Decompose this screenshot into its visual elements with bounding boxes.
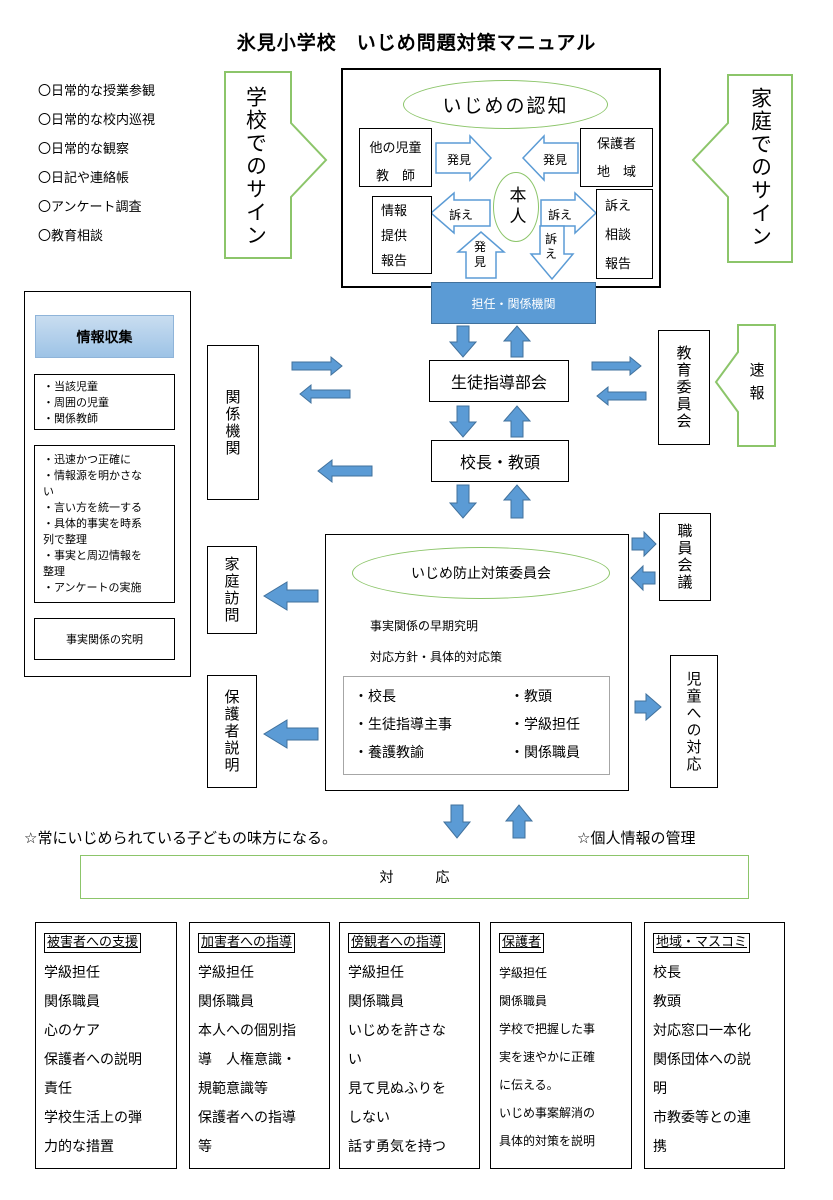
list-item: 〇日常的な観察 [38, 142, 130, 157]
column-hogosha: 保護者 学級担任 関係職員 学校で把握した事 実を速やかに正確 に伝える。 いじ… [490, 922, 632, 1169]
page-title: 氷見小学校 いじめ問題対策マニュアル [236, 32, 597, 54]
uttae-box: 訴え 相談 報告 [596, 189, 653, 279]
hakken-left-arrow [435, 134, 493, 182]
column-header: 傍観者への指導 [348, 933, 446, 953]
list-item: 〇アンケート調査 [38, 200, 142, 215]
recognition-oval: いじめの認知 [403, 80, 608, 129]
kankei-kikan-box: 関係機関 [207, 345, 259, 500]
kyoiku-iinkai-box: 教育委員会 [658, 330, 710, 445]
list-item: 〇日記や連絡帳 [38, 171, 130, 186]
other-children-box: 他の児童 教 師 [359, 128, 432, 187]
honnin-oval: 本人 [493, 172, 539, 242]
column-higaisha: 被害者への支援 学級担任 関係職員 心のケア 保護者への説明 責任 学校生活上の… [35, 922, 177, 1169]
observation-list: 〇日常的な授業参観 〇日常的な校内巡視 〇日常的な観察 〇日記や連絡帳 〇アンケ… [38, 77, 155, 251]
school-sign-arrow [224, 71, 328, 259]
column-header: 地域・マスコミ [653, 933, 751, 953]
info-collect-header: 情報収集 [35, 315, 174, 358]
uttae-left-arrow [429, 191, 491, 235]
committee-members-left: ・校長 ・生徒指導主事 ・養護教諭 [354, 689, 452, 761]
list-item: 〇教育相談 [38, 229, 104, 244]
sokuho-arrow [714, 324, 776, 447]
kocho-box: 校長・教頭 [431, 440, 569, 482]
hogosha-setsumei-box: 保護者説明 [207, 675, 257, 788]
home-sign-label: 家庭でのサイン [748, 87, 773, 248]
sokuho-label: 速報 [747, 362, 766, 408]
hakken-right-arrow [521, 134, 579, 182]
uttae-down-label: 訴え [545, 232, 558, 261]
list-item: 〇日常的な校内巡視 [38, 113, 156, 128]
taio-bar: 対 応 [80, 855, 749, 899]
tannin-box: 担任・関係機関 [431, 282, 596, 324]
shokuin-kaigi-box: 職員会議 [659, 513, 711, 601]
info-collect-box3: 事実関係の究明 [34, 618, 175, 660]
uttae-left-label: 訴え [449, 208, 474, 222]
info-provide-box: 情報 提供 報告 [372, 196, 432, 274]
uttae-down-arrow [529, 225, 575, 281]
guardians-box: 保護者 地 域 [580, 128, 653, 187]
committee-members-box [343, 676, 610, 775]
list-item: 〇日常的な授業参観 [38, 84, 156, 99]
column-header: 保護者 [499, 933, 545, 953]
motto-left: ☆常にいじめられている子どもの味方になる。 [24, 829, 337, 847]
hakken-right-label: 発見 [543, 153, 568, 167]
hakken-up-arrow [455, 231, 507, 279]
column-header: 加害者への指導 [198, 933, 296, 953]
hakken-up-label: 発見 [474, 240, 487, 269]
motto-right: ☆個人情報の管理 [577, 829, 696, 847]
info-collect-box2: ・迅速かつ正確に ・情報源を明かさな い ・言い方を統一する ・具体的事実を時系… [34, 445, 175, 603]
school-sign-label: 学校でのサイン [243, 85, 268, 247]
jido-taio-box: 児童への対応 [670, 655, 718, 788]
info-collect-box1: ・当該児童 ・周囲の児童 ・関係教師 [34, 374, 175, 430]
committee-line2: 対応方針・具体的対応策 [370, 650, 503, 664]
column-chiiki: 地域・マスコミ 校長 教頭 対応窓口一本化 関係団体への説 明 市教委等との連 … [644, 922, 785, 1169]
seito-box: 生徒指導部会 [429, 360, 569, 402]
column-bokansha: 傍観者への指導 学級担任 関係職員 いじめを許さな い 見て見ぬふりを しない … [339, 922, 480, 1169]
committee-members-right: ・教頭 ・学級担任 ・関係職員 [510, 689, 580, 761]
home-sign-arrow [691, 74, 793, 263]
hakken-left-label: 発見 [447, 153, 472, 167]
committee-oval: いじめ防止対策委員会 [352, 547, 610, 599]
katei-homon-box: 家庭訪問 [207, 546, 257, 634]
committee-line1: 事実関係の早期究明 [370, 619, 479, 633]
column-kagaisha: 加害者への指導 学級担任 関係職員 本人への個別指 導 人権意識・ 規範意識等 … [189, 922, 330, 1169]
uttae-right-label: 訴え [548, 208, 573, 222]
column-header: 被害者への支援 [44, 933, 142, 953]
